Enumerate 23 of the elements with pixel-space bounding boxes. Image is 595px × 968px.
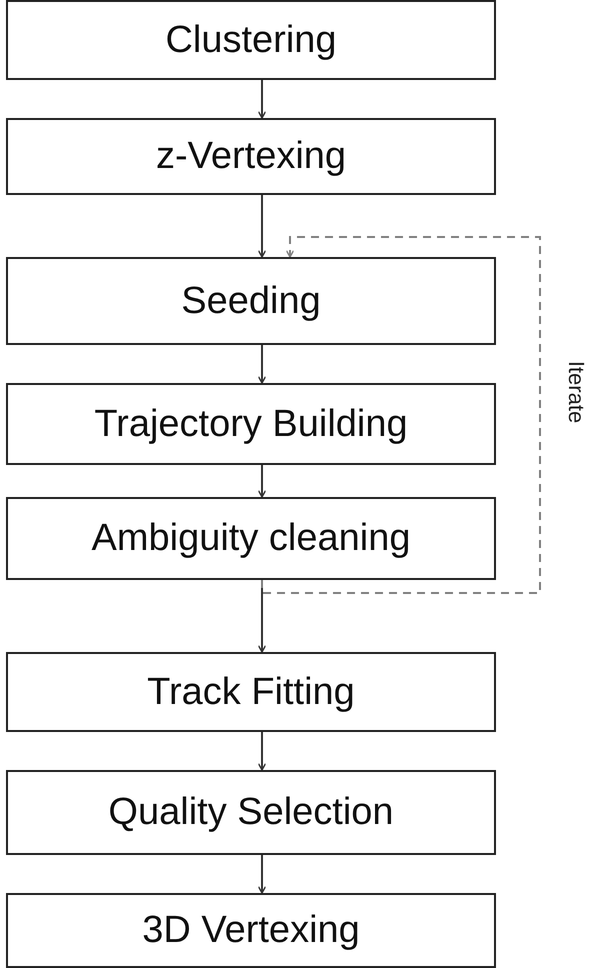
process-box <box>6 0 496 80</box>
arrow <box>258 80 266 119</box>
step-label: 3D Vertexing <box>142 909 360 952</box>
arrow <box>258 855 266 894</box>
process-box <box>6 497 496 580</box>
step-label: Track Fitting <box>147 670 355 714</box>
process-box <box>6 770 496 855</box>
arrow <box>258 195 266 258</box>
arrow <box>258 732 266 771</box>
step-label: z-Vertexing <box>156 135 346 178</box>
process-box <box>6 652 496 732</box>
process-box <box>6 893 496 968</box>
step-label: Trajectory Building <box>94 402 408 446</box>
step-label: Ambiguity cleaning <box>92 517 410 560</box>
process-box <box>6 118 496 195</box>
arrow <box>258 465 266 498</box>
step-label: Quality Selection <box>108 791 394 834</box>
dashed-arrow <box>261 236 541 594</box>
process-box <box>6 383 496 465</box>
arrow <box>258 345 266 384</box>
step-label: Seeding <box>181 280 321 322</box>
step-label: Clustering <box>165 18 337 62</box>
process-box <box>6 257 496 345</box>
